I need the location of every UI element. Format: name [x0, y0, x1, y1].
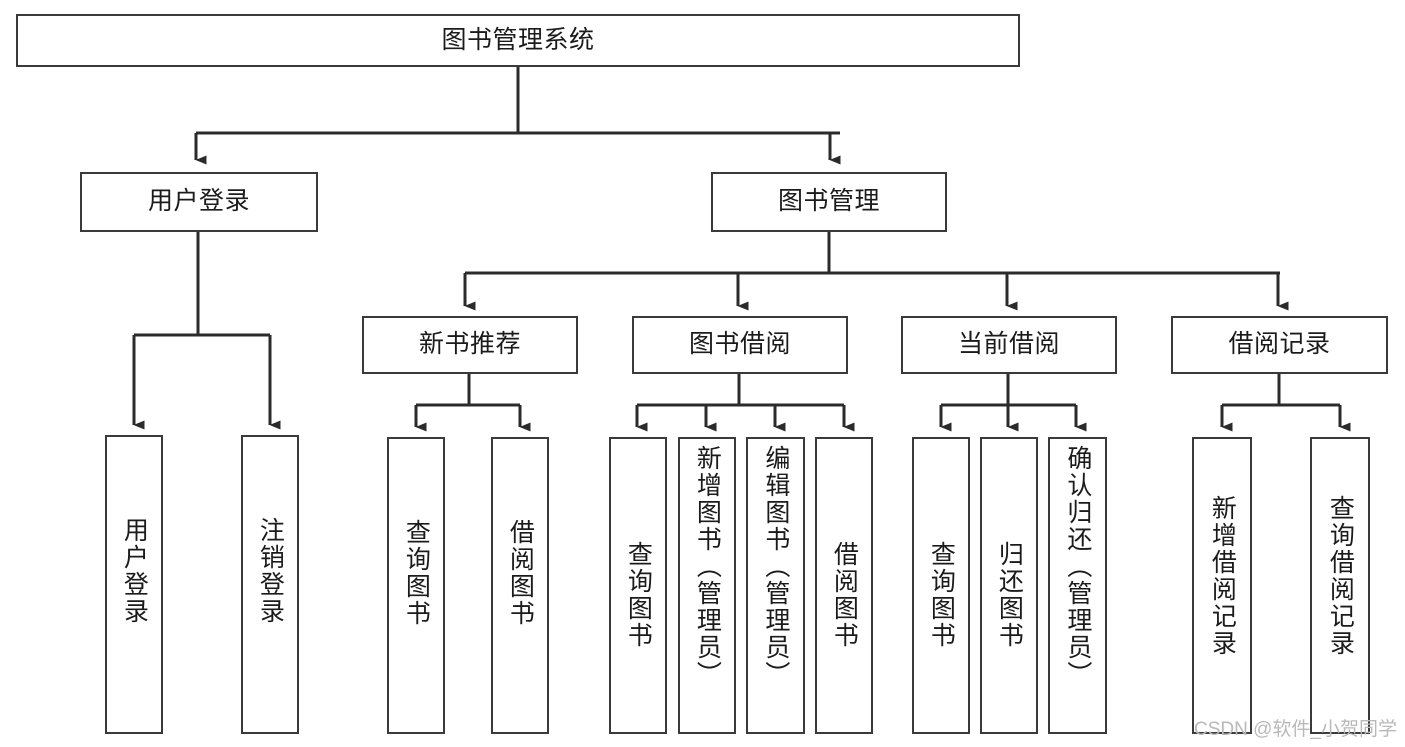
node-root-label: 图书管理系统: [441, 25, 595, 54]
node-book-borrow[interactable]: 图书借阅: [632, 316, 848, 374]
leaf-return-book-label: 归还图书: [995, 541, 1024, 649]
leaf-add-record-label: 新增借阅记录: [1208, 495, 1237, 657]
node-book-management[interactable]: 图书管理: [711, 172, 947, 232]
node-new-book-recommend[interactable]: 新书推荐: [362, 316, 578, 374]
leaf-add-record[interactable]: 新增借阅记录: [1192, 437, 1252, 734]
leaf-borrow-book-2[interactable]: 借阅图书: [815, 437, 873, 734]
node-user-login[interactable]: 用户登录: [80, 172, 318, 232]
leaf-add-book-label: 新增图书（管理员）: [693, 445, 722, 688]
node-current-borrow-label: 当前借阅: [957, 330, 1060, 359]
leaf-query-book-1-label: 查询图书: [402, 519, 431, 627]
leaf-return-book[interactable]: 归还图书: [980, 437, 1038, 734]
leaf-query-book-3[interactable]: 查询图书: [912, 437, 970, 734]
leaf-confirm-return[interactable]: 确认归还（管理员）: [1048, 437, 1107, 734]
leaf-edit-book-label: 编辑图书（管理员）: [761, 445, 790, 688]
node-book-management-label: 图书管理: [777, 187, 880, 216]
leaf-query-book-3-label: 查询图书: [927, 541, 956, 649]
leaf-edit-book[interactable]: 编辑图书（管理员）: [746, 437, 805, 734]
leaf-borrow-book-2-label: 借阅图书: [830, 541, 859, 649]
leaf-borrow-book-1-label: 借阅图书: [506, 519, 535, 627]
node-borrow-records-label: 借阅记录: [1228, 330, 1331, 359]
leaf-user-login-label: 用户登录: [120, 517, 149, 625]
watermark: CSDN @软件_小贺同学: [1194, 719, 1397, 740]
leaf-user-logout-label: 注销登录: [256, 517, 285, 625]
leaf-query-book-1[interactable]: 查询图书: [387, 437, 445, 734]
leaf-query-record[interactable]: 查询借阅记录: [1310, 437, 1370, 734]
node-current-borrow[interactable]: 当前借阅: [901, 316, 1117, 374]
node-book-borrow-label: 图书借阅: [688, 330, 791, 359]
node-new-book-recommend-label: 新书推荐: [418, 330, 521, 359]
leaf-user-logout[interactable]: 注销登录: [241, 435, 299, 734]
leaf-borrow-book-1[interactable]: 借阅图书: [491, 437, 549, 734]
node-root[interactable]: 图书管理系统: [16, 14, 1020, 67]
leaf-confirm-return-label: 确认归还（管理员）: [1063, 445, 1092, 688]
leaf-query-book-2[interactable]: 查询图书: [609, 437, 667, 734]
leaf-query-book-2-label: 查询图书: [624, 541, 653, 649]
leaf-add-book[interactable]: 新增图书（管理员）: [678, 437, 736, 734]
node-borrow-records[interactable]: 借阅记录: [1171, 316, 1388, 374]
leaf-user-login[interactable]: 用户登录: [105, 435, 163, 734]
leaf-query-record-label: 查询借阅记录: [1326, 495, 1355, 657]
node-user-login-label: 用户登录: [147, 187, 250, 216]
